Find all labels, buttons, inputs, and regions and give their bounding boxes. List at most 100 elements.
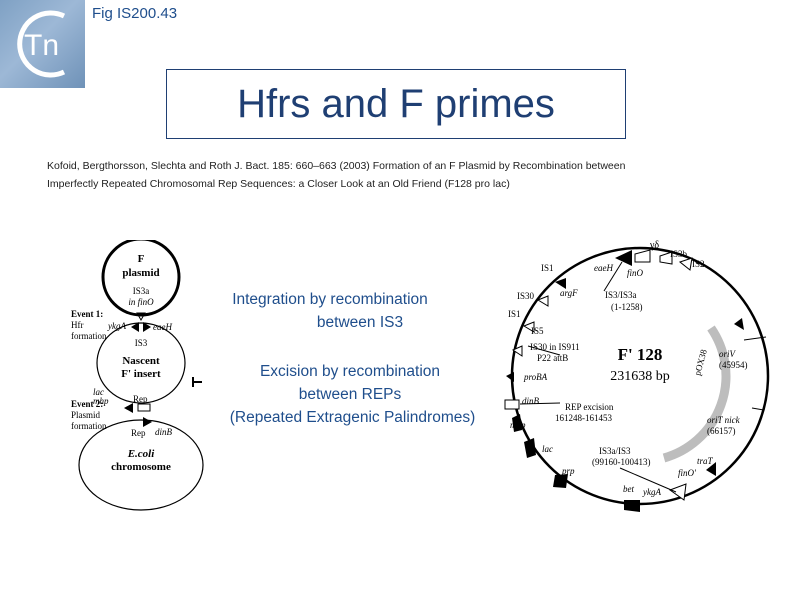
oriv-label: oriV <box>719 349 737 359</box>
f128-name: F' 128 <box>618 345 663 364</box>
dinb-arrow-icon <box>143 417 152 427</box>
dinb-box-icon <box>504 399 520 410</box>
formation-label: formation <box>71 331 107 341</box>
integration-caption-1: Integration by recombination <box>232 291 428 308</box>
mhp-label: mhp <box>510 420 526 430</box>
argf-arrow-icon <box>555 278 566 289</box>
ecoli-label: E.coli <box>127 448 156 460</box>
is3a-is3-leader <box>619 467 677 493</box>
mhp-label: mhp <box>93 396 109 406</box>
mhp-gene-icon <box>512 414 522 432</box>
is1-top-label: IS1 <box>541 263 554 273</box>
bet-label: bet <box>623 484 634 494</box>
rep-excision-label: REP excision <box>565 402 614 412</box>
excision-caption-3: (Repeated Extragenic Palindromes) <box>229 409 476 426</box>
ykga-label: ykgA <box>642 487 661 497</box>
fino-label: finO <box>627 268 644 278</box>
oriv-tick-icon <box>734 318 744 330</box>
is3a-range-label: (99160-100413) <box>592 457 651 467</box>
pox38-label: pOX38 <box>692 348 709 377</box>
prp-label: prp <box>561 466 575 476</box>
page-title: Hfrs and F primes <box>237 81 555 126</box>
chromosome-label: chromosome <box>111 461 171 473</box>
is2-box-icon <box>678 257 693 271</box>
f-plasmid-label-2: plasmid <box>122 267 159 279</box>
f128-plasmid-map: F' 128 231638 bp pOX38 γδ IS3b IS2 IS1 e… <box>504 240 770 512</box>
citation: Kofoid, Bergthorsson, Slechta and Roth J… <box>47 157 767 193</box>
oriv-pos-label: (45954) <box>719 360 748 370</box>
is30-is911-leader <box>527 345 561 356</box>
dinb-label: dinB <box>155 427 173 437</box>
is30-box-icon <box>536 295 549 307</box>
is3-is3a-label: IS3/IS3a <box>605 290 637 300</box>
is5-box-icon <box>522 321 535 333</box>
is3-marker-icon <box>136 312 146 322</box>
f128-size: 231638 bp <box>610 369 670 384</box>
chromosome-circle <box>78 419 204 511</box>
orit-pos-label: (66157) <box>707 426 736 436</box>
ykga-arrow-icon <box>131 322 139 332</box>
eaeh-label: eaeH <box>594 263 613 273</box>
is3a-is3-box-icon <box>668 483 687 501</box>
is3-label: IS3 <box>135 338 148 348</box>
prp-gene-icon <box>553 474 568 488</box>
fino2-label: finO' <box>678 468 697 478</box>
proba-arrow-icon <box>506 372 514 382</box>
gamma-delta-box-icon <box>634 249 651 263</box>
lac-label: lac <box>93 387 104 397</box>
integration-caption-2: between IS3 <box>316 314 404 331</box>
f-insert-label: F' insert <box>121 368 161 380</box>
is30-is911-box-icon <box>511 345 523 357</box>
is3b-box-icon <box>659 251 673 265</box>
is5-label: IS5 <box>531 326 544 336</box>
tn-logo-graphic: Tn <box>17 10 66 78</box>
figure-id: Fig IS200.43 <box>92 5 178 22</box>
citation-line-2: Imperfectly Repeated Chromosomal Rep Seq… <box>47 178 510 190</box>
eaeh-gene-icon <box>615 250 632 266</box>
tn-logo: Tn <box>0 0 85 88</box>
excision-caption-2: between REPs <box>298 386 402 403</box>
argf-label: argF <box>560 288 578 298</box>
in-fino-label: in finO <box>128 297 154 307</box>
title-box: Hfrs and F primes <box>166 69 626 139</box>
is30-label: IS30 <box>517 291 535 301</box>
ykga-label: ykgA <box>107 321 126 331</box>
is3b-label: IS3b <box>670 249 688 259</box>
mhp-arrow-icon <box>124 403 133 413</box>
formation2-label: formation <box>71 421 107 431</box>
bet-gene-icon <box>624 500 640 512</box>
excision-caption-1: Excision by recombination <box>259 363 441 380</box>
trat-arrow-icon <box>706 462 716 476</box>
dinb-label: dinB <box>522 396 540 406</box>
orit-label: oriT nick <box>707 415 741 425</box>
hfr-label: Hfr <box>71 320 84 330</box>
is3-range-label: (1-1258) <box>611 302 643 312</box>
proba-label: proBA <box>523 372 548 382</box>
p22-label: P22 attB <box>537 353 568 363</box>
orit-leader <box>751 407 765 411</box>
nascent-insert-circle <box>96 322 186 404</box>
is3-is3a-leader <box>603 261 623 292</box>
trat-label: traT <box>697 456 714 466</box>
is1-label: IS1 <box>508 309 521 319</box>
is30-is911-label: IS30 in IS911 <box>530 342 580 352</box>
citation-line-1: Kofoid, Bergthorsson, Slechta and Roth J… <box>47 160 626 172</box>
rep-excision-leader <box>519 402 561 405</box>
eaeh-arrow-icon <box>143 322 151 332</box>
f-plasmid-circle <box>101 240 181 317</box>
eaeh-label: eaeH <box>153 322 172 332</box>
lac-gene-icon <box>524 438 536 458</box>
rep-box-icon <box>137 403 151 412</box>
oriv-leader <box>743 336 767 341</box>
hfr-formation-diagram: F plasmid IS3a in finO Nascent F' insert… <box>71 240 204 511</box>
f-plasmid-label-1: F <box>138 253 145 265</box>
is3a-label: IS3a <box>133 286 150 296</box>
lac-label: lac <box>542 444 553 454</box>
nascent-label: Nascent <box>122 355 160 367</box>
is3a-is3-label: IS3a/IS3 <box>599 446 631 456</box>
logo-text: Tn <box>24 29 59 62</box>
rep1-label: Rep <box>133 394 148 404</box>
event2-label: Event 2: <box>71 399 103 409</box>
is2-label: IS2 <box>692 259 705 269</box>
gamma-delta-label: γδ <box>649 240 659 251</box>
